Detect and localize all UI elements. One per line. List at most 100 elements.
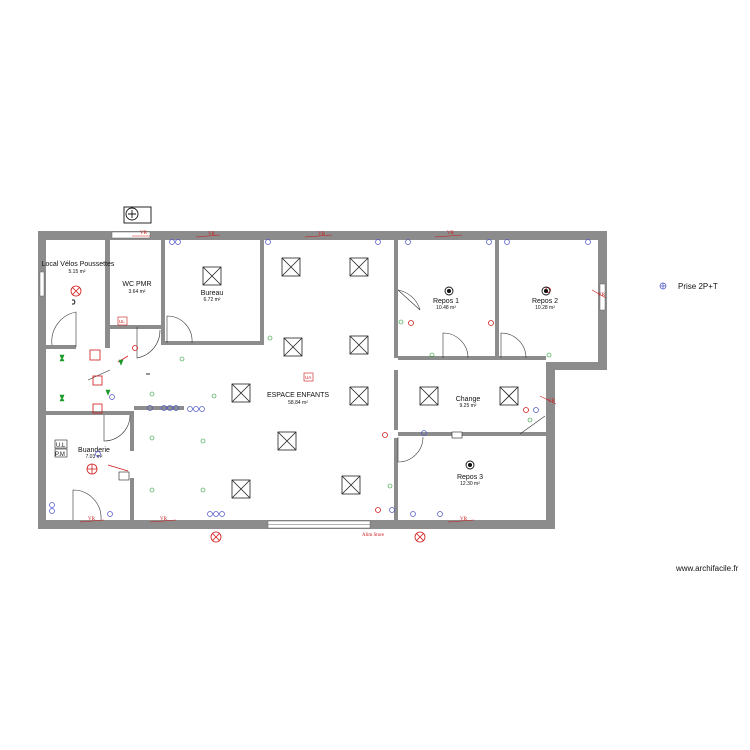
outlet-icon — [382, 432, 388, 438]
ceiling-point-icon — [465, 460, 475, 470]
smoke-detector-icon — [70, 285, 82, 297]
pm-label: P.M — [55, 452, 65, 458]
svg-text:VR: VR — [160, 517, 168, 522]
socket-2p-t-icon — [486, 239, 492, 245]
switch-icon — [200, 438, 206, 444]
socket-2p-t-icon — [187, 406, 205, 412]
smoke-detector-icon — [414, 531, 426, 543]
vr-marker-3: VR — [434, 231, 463, 238]
room-area-change: 9.25 m² — [460, 403, 477, 409]
svg-text:VR: VR — [318, 232, 326, 237]
ceiling-light-icon — [499, 386, 519, 406]
alim-store-label: Alim Store — [362, 533, 385, 538]
socket-2p-t-icon — [533, 407, 539, 413]
outlet-icon — [375, 507, 381, 513]
socket-2p-t-icon — [585, 239, 591, 245]
socket-2p-t-icon — [265, 239, 271, 245]
panel-icon — [89, 349, 101, 361]
switch-line — [107, 464, 129, 472]
socket-2p-t-icon — [161, 405, 179, 411]
walls — [38, 231, 607, 529]
room-name-buanderie: Buanderie — [78, 447, 110, 454]
socket-2p-t-icon — [389, 507, 395, 513]
socket-2p-t-icon — [421, 430, 427, 436]
panel-icon — [92, 403, 103, 414]
svg-text:VR: VR — [140, 231, 148, 236]
green-symbols — [59, 319, 552, 493]
outlet-icon — [408, 320, 414, 326]
socket-2p-t-icon — [49, 502, 55, 514]
socket-2p-t-icon — [207, 511, 225, 517]
room-labels: Local Vélos Poussettes 5.15 m² WC PMR 3.… — [42, 261, 559, 487]
svg-text:VR: VR — [460, 517, 468, 522]
red-symbols — [70, 285, 551, 543]
room-area-wc-pmr: 3.64 m² — [129, 289, 146, 295]
socket-2p-t-icon — [504, 239, 510, 245]
alarm-icon — [86, 463, 98, 475]
ceiling-light-icon — [231, 383, 251, 403]
room-name-change: Change — [456, 396, 481, 403]
room-area-repos3: 12.30 m² — [460, 481, 480, 487]
smoke-detector-icon — [210, 531, 222, 543]
switch-icon — [387, 483, 393, 489]
credit-text: www.archifacile.fr — [675, 564, 739, 573]
black-symbols — [72, 206, 551, 470]
vr-marker-2: VR — [304, 232, 333, 238]
ua-box-label: UA — [305, 375, 311, 380]
panel-icon — [92, 375, 103, 386]
switch-icon — [59, 354, 65, 362]
doors — [51, 289, 546, 521]
switch-icon — [149, 487, 155, 493]
room-area-repos1: 10.48 m² — [436, 305, 456, 311]
socket-2p-t-icon — [405, 239, 411, 245]
switch-icon — [267, 335, 273, 341]
room-name-repos3: Repos 3 — [457, 474, 483, 481]
room-name-repos2: Repos 2 — [532, 298, 558, 305]
room-area-bureau: 6.72 m² — [204, 297, 221, 303]
switch-icon — [149, 435, 155, 441]
vr-marker-4: VR — [132, 231, 150, 237]
ceiling-light-icon — [283, 337, 303, 357]
socket-2p-t-icon — [109, 394, 115, 400]
socket-2p-t-icon — [147, 405, 153, 411]
socket-2p-t-icon — [95, 451, 101, 457]
ceiling-light-icon — [277, 431, 297, 451]
room-name-local-velos: Local Vélos Poussettes — [42, 261, 115, 268]
socket-2p-t-icon — [169, 239, 181, 245]
equipment-labels: U.L P.M UL UA — [54, 316, 463, 481]
vr-markers: VR VR VR VR VR VR VR VR VR — [79, 231, 607, 523]
svg-text:VR: VR — [447, 231, 455, 236]
ceiling-light-icon — [419, 386, 439, 406]
outlet-icon — [132, 345, 138, 351]
socket-2p-t-icon — [375, 239, 381, 245]
ceiling-light-icon — [349, 257, 369, 277]
ceiling-light-icon — [231, 479, 251, 499]
ceiling-light-icon — [281, 257, 301, 277]
vr-marker-9: VR — [539, 395, 557, 405]
outlet-icon — [488, 320, 494, 326]
switch-icon — [118, 359, 124, 366]
room-name-wc-pmr: WC PMR — [122, 281, 151, 288]
outlet-icon — [523, 407, 529, 413]
vr-marker-5: VR — [79, 517, 105, 523]
switch-icon — [398, 319, 404, 325]
svg-text:VR: VR — [548, 399, 556, 404]
svg-text:VR: VR — [598, 293, 606, 298]
legend-label: Prise 2P+T — [678, 282, 718, 291]
svg-text:VR: VR — [88, 517, 96, 522]
switch-icon — [211, 393, 217, 399]
switch-icon — [105, 389, 111, 396]
switch-icon — [200, 487, 206, 493]
blue-sockets — [49, 239, 591, 517]
switch-icon — [59, 394, 65, 402]
room-area-repos2: 10.28 m² — [535, 305, 555, 311]
windows — [39, 231, 606, 529]
switch-icon — [149, 391, 155, 397]
ul-label: U.L — [56, 443, 66, 449]
ceiling-light-icon — [202, 266, 222, 286]
room-area-local-velos: 5.15 m² — [69, 269, 86, 275]
ceiling-lights — [202, 257, 519, 499]
room-area-buanderie: 7.03 m² — [86, 454, 103, 460]
vr-marker-7: VR — [447, 517, 475, 523]
switch-icon — [429, 352, 435, 358]
